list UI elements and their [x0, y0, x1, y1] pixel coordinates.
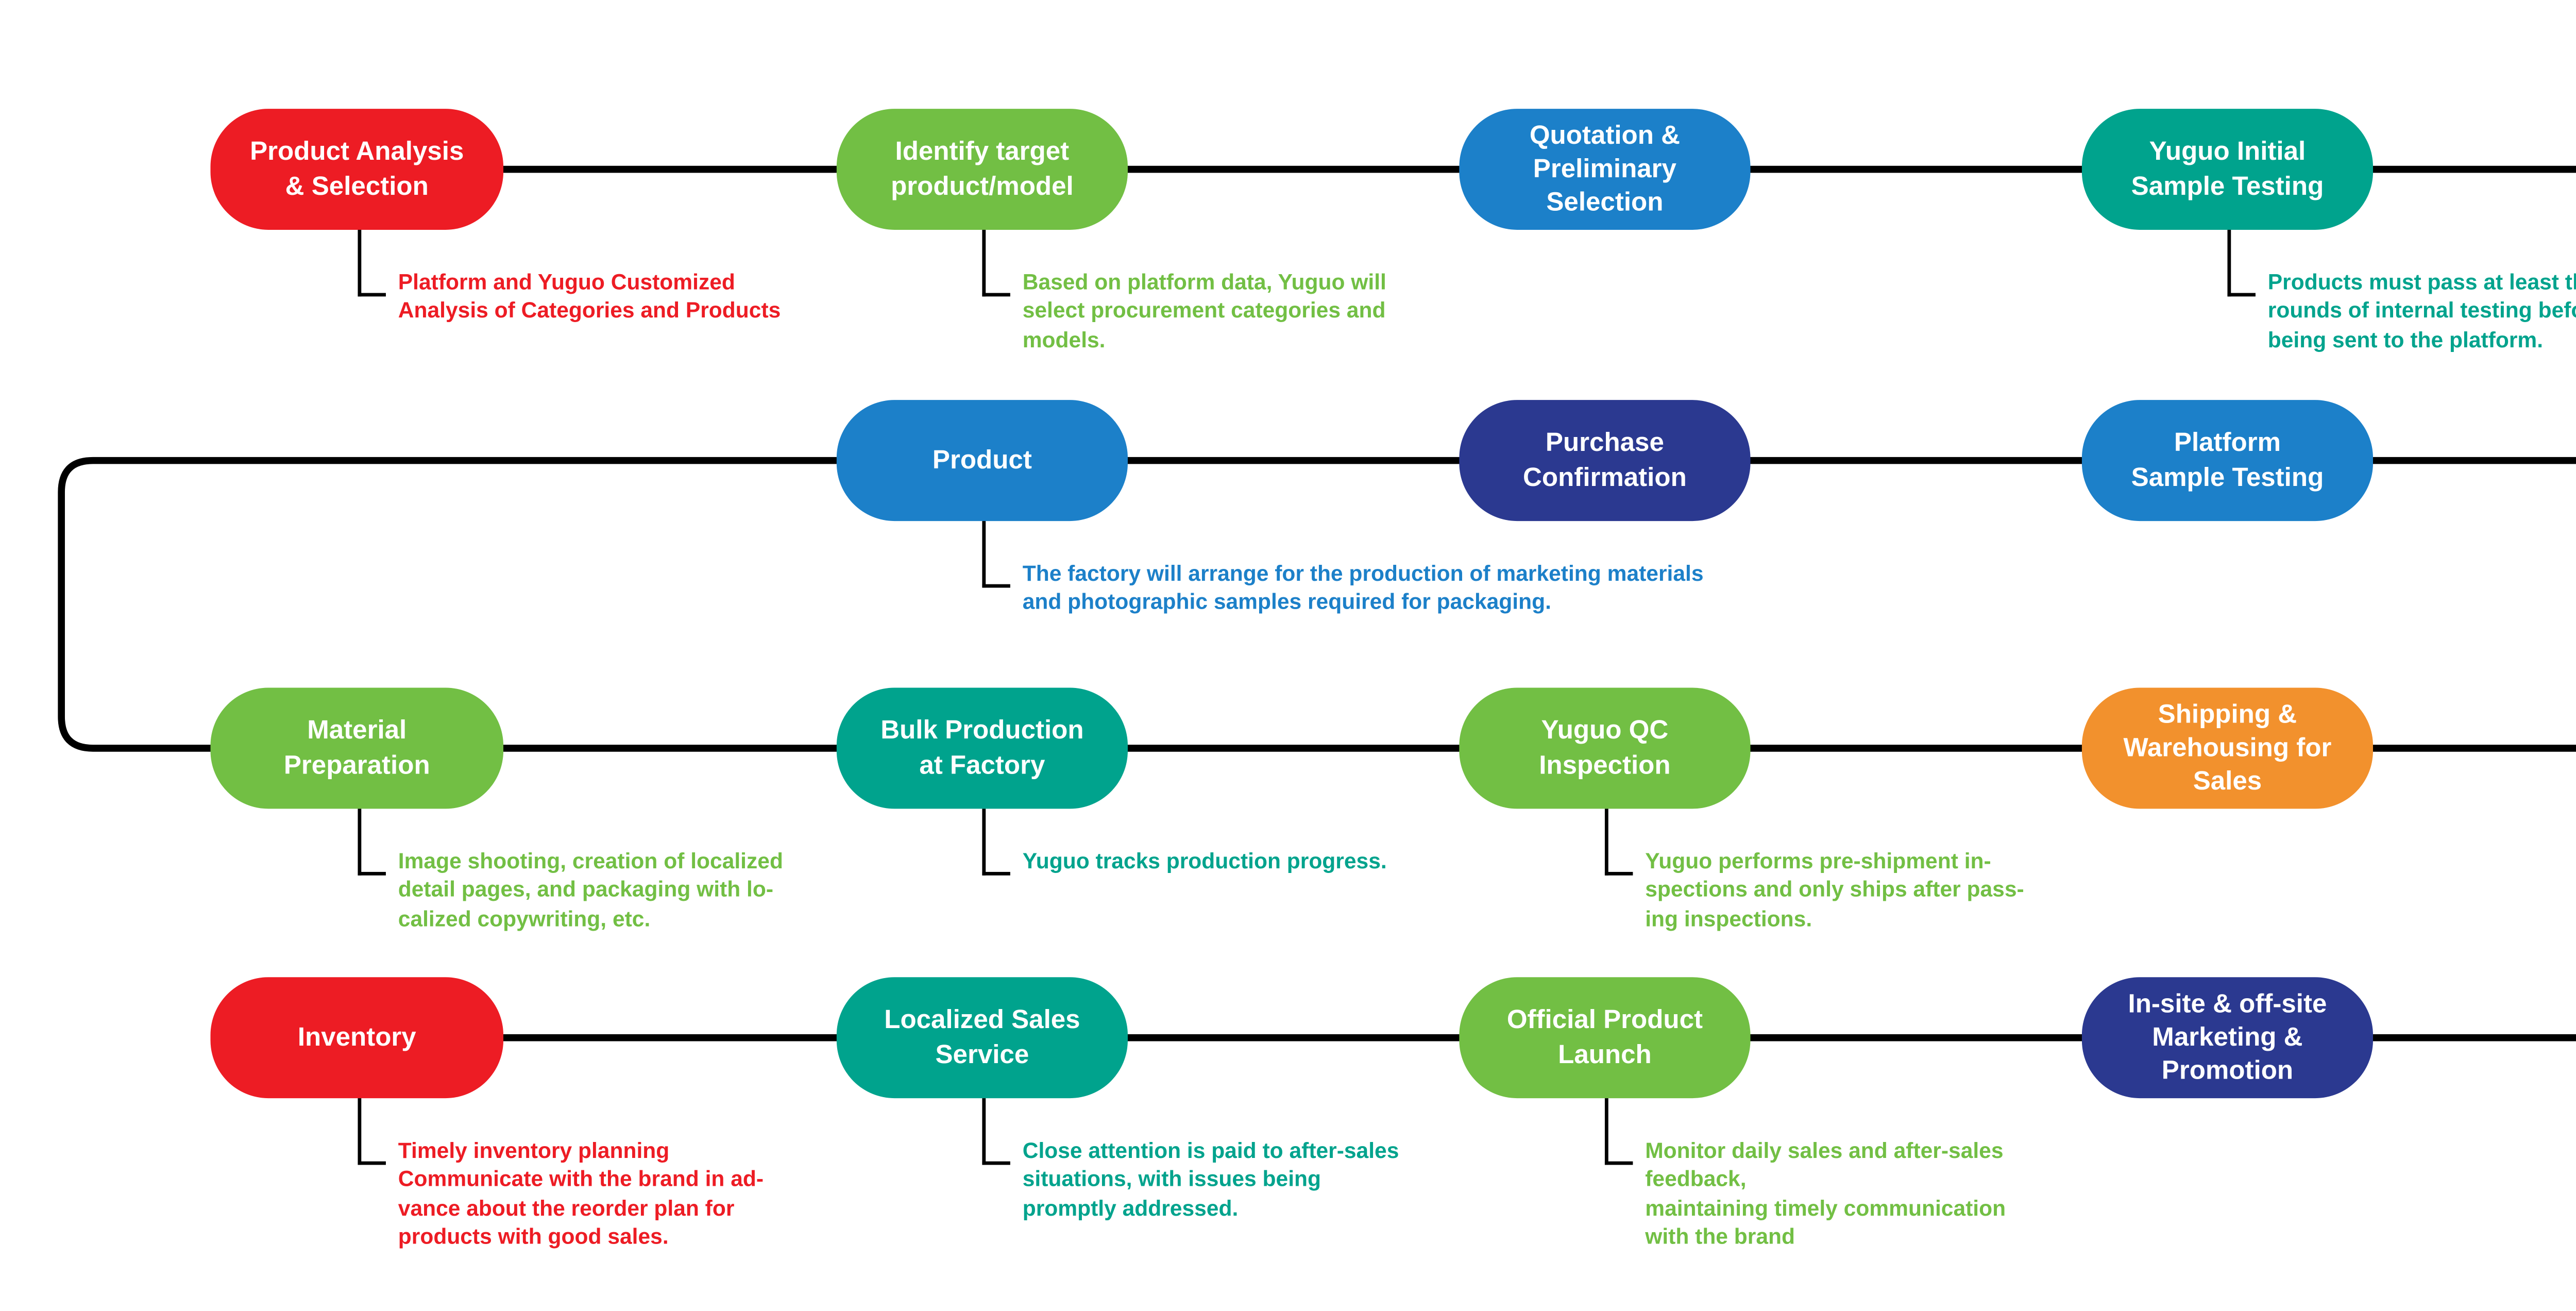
note-product: The factory will arrange for the product…	[1022, 561, 1704, 615]
note-identify-target-product-model: Based on platform data, Yuguo will selec…	[1022, 270, 1386, 352]
note-connector-line	[982, 521, 1010, 588]
note-official-product-launch: Monitor daily sales and after-sales feed…	[1645, 1138, 2006, 1249]
note-connector-line	[1604, 1098, 1633, 1165]
node-official-product-launch: Official Product Launch	[1459, 977, 1751, 1099]
node-yuguo-initial-sample-testing: Yuguo Initial Sample Testing	[2081, 109, 2374, 230]
note-bulk-production-at-factory: Yuguo tracks production progress.	[1022, 849, 1387, 874]
note-connector-line	[358, 809, 386, 876]
node-bulk-production-at-factory: Bulk Production at Factory	[836, 687, 1128, 809]
note-inventory: Timely inventory planning Communicate wi…	[398, 1138, 764, 1249]
node-product-analysis-selection: Product Analysis & Selection	[210, 109, 504, 230]
node-inventory: Inventory	[210, 977, 504, 1099]
node-purchase-confirmation: Purchase Confirmation	[1459, 400, 1751, 522]
note-yuguo-initial-sample-testing: Products must pass at least three rounds…	[2267, 270, 2576, 352]
note-connector-line	[982, 229, 1010, 297]
node-localized-sales-service: Localized Sales Service	[836, 977, 1128, 1099]
note-material-preparation: Image shooting, creation of localized de…	[398, 849, 783, 931]
flow-connector-path	[58, 165, 2576, 1041]
node-material-preparation: Material Preparation	[210, 687, 504, 809]
node-platform-sample-testing: Platform Sample Testing	[2081, 400, 2374, 522]
node-shipping-warehousing-for-sales: Shipping & Warehousing for Sales	[2081, 687, 2374, 809]
node-insite-offsite-marketing-promotion: In-site & off-site Marketing & Promotion	[2081, 977, 2374, 1099]
note-connector-line	[1604, 809, 1633, 876]
note-yuguo-qc-inspection: Yuguo performs pre-shipment in- spection…	[1645, 849, 2024, 931]
note-connector-line	[358, 1098, 386, 1165]
node-yuguo-qc-inspection: Yuguo QC Inspection	[1459, 687, 1751, 809]
note-connector-line	[982, 809, 1010, 876]
node-identify-target-product-model: Identify target product/model	[836, 109, 1128, 230]
note-connector-line	[2227, 229, 2256, 297]
node-quotation-preliminary-selection: Quotation & Preliminary Selection	[1459, 109, 1751, 230]
note-connector-line	[982, 1098, 1010, 1165]
note-product-analysis-selection: Platform and Yuguo Customized Analysis o…	[398, 270, 781, 324]
note-connector-line	[358, 229, 386, 297]
note-localized-sales-service: Close attention is paid to after-sales s…	[1022, 1138, 1399, 1220]
node-product: Product	[836, 400, 1128, 522]
